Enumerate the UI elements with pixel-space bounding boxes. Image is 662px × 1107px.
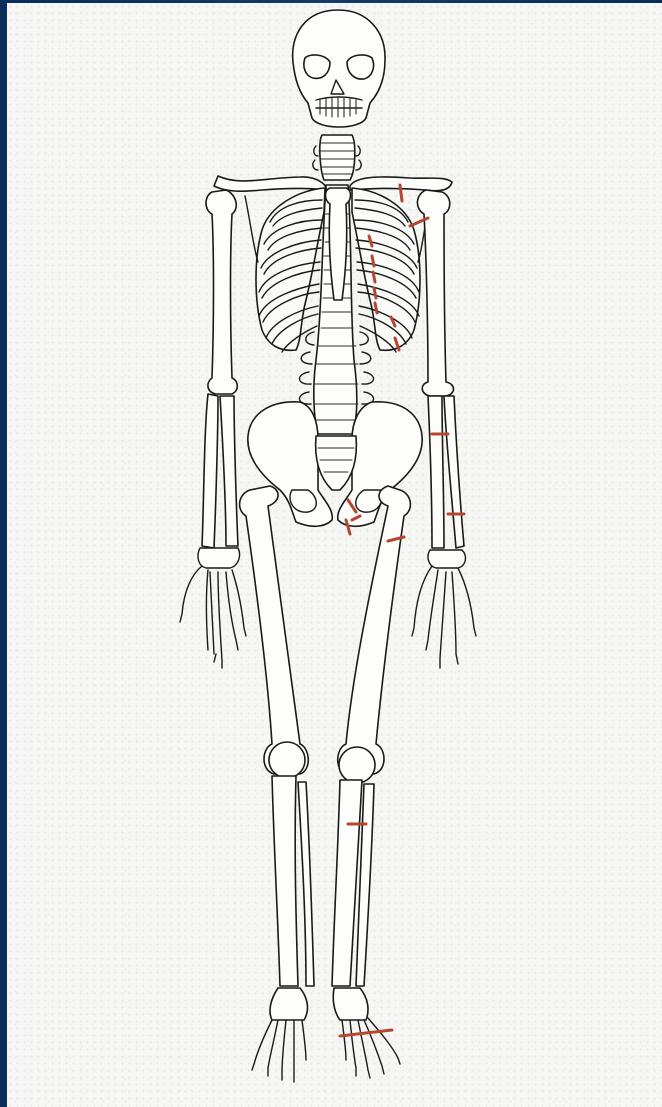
fracture-mark-rib-2: [372, 256, 374, 266]
left-leg: [332, 486, 410, 1078]
fracture-mark-rib-3: [373, 272, 375, 282]
right-leg: [240, 486, 314, 1082]
fracture-mark-rib-4: [374, 288, 376, 298]
fracture-mark-rib-5: [375, 303, 377, 313]
right-arm: [180, 190, 246, 668]
fracture-mark-clavicle: [400, 185, 402, 201]
skull: [293, 10, 385, 127]
fracture-mark-foot: [340, 1030, 392, 1036]
